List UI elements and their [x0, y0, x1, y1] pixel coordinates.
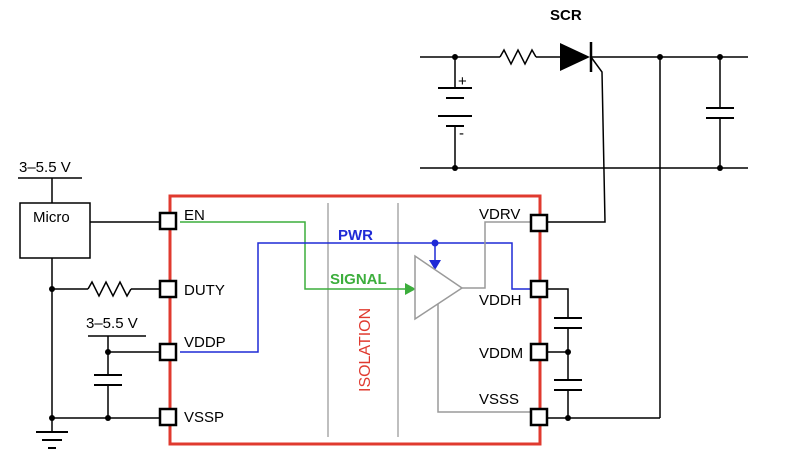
- output-caps: [547, 288, 660, 421]
- pin-vssp: [158, 407, 178, 427]
- capacitor-icon: [554, 317, 582, 329]
- capacitor-icon: [94, 374, 122, 386]
- signal-label: SIGNAL: [330, 271, 387, 288]
- ground-icon: [36, 431, 68, 449]
- pwr-label: PWR: [338, 227, 373, 244]
- pin-duty: [158, 279, 178, 299]
- pin-vddp: [158, 342, 178, 362]
- pin-label-vddp: VDDP: [184, 334, 226, 351]
- pin-vdrv: [529, 213, 549, 233]
- capacitor-icon: [554, 379, 582, 391]
- scr-circuit: + - SCR: [420, 7, 748, 418]
- battery-plus-label: +: [458, 73, 467, 90]
- controller-circuit: 3–5.5 V Micro 3–5.5 V: [18, 159, 166, 449]
- buffer-icon: [414, 254, 464, 321]
- pin-label-vdrv: VDRV: [479, 206, 520, 223]
- pin-label-vddh: VDDH: [479, 292, 522, 309]
- pin-label-vssp: VSSP: [184, 409, 224, 426]
- pin-label-vsss: VSSS: [479, 391, 519, 408]
- pin-vsss: [529, 407, 549, 427]
- pin-label-en: EN: [184, 207, 205, 224]
- micro-block: [19, 202, 91, 259]
- chip-outline: [168, 194, 542, 446]
- pin-label-duty: DUTY: [184, 282, 225, 299]
- isolator-chip: ISOLATION SIGNAL PWR EN DUTY VDDP VSSP V…: [158, 194, 549, 446]
- battery-icon: [438, 87, 472, 127]
- pin-label-vddm: VDDM: [479, 345, 523, 362]
- capacitor-icon: [706, 107, 734, 119]
- pin-en: [158, 211, 178, 231]
- supply-vddp-label: 3–5.5 V: [86, 315, 138, 332]
- resistor-icon: [499, 48, 537, 66]
- isolation-label: ISOLATION: [357, 308, 374, 392]
- resistor-icon: [87, 280, 132, 298]
- diode-icon: [560, 43, 590, 71]
- scr-label: SCR: [550, 7, 582, 24]
- pin-vddh: [529, 279, 549, 299]
- pin-vddm: [529, 342, 549, 362]
- battery-minus-label: -: [459, 125, 464, 142]
- micro-label: Micro: [33, 209, 70, 226]
- supply-top-label: 3–5.5 V: [19, 159, 71, 176]
